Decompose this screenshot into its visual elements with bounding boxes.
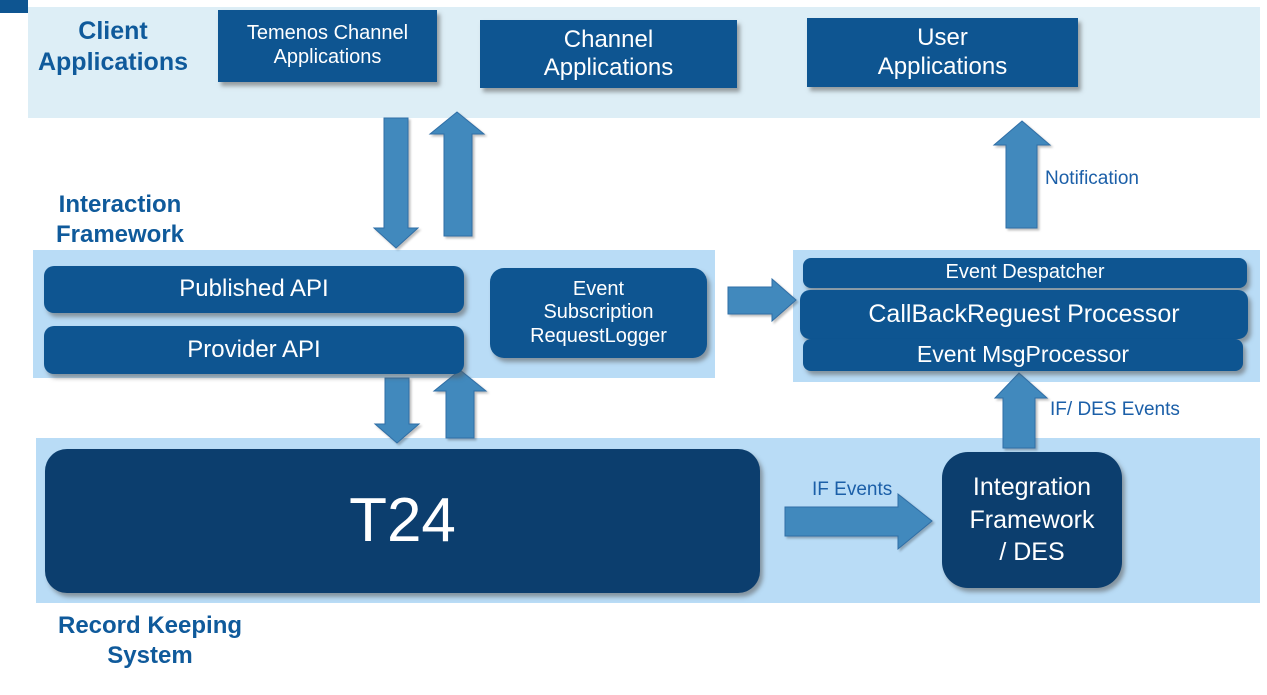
event-msgprocessor-box: Event MsgProcessor — [803, 339, 1243, 371]
if-events-label: IF Events — [812, 479, 893, 500]
corner-accent — [0, 0, 28, 13]
temenos-channel-applications-box: Temenos Channel Applications — [218, 10, 437, 82]
integration-framework-des-box: Integration Framework / DES — [942, 452, 1122, 588]
interaction-framework-label: Interaction Framework — [55, 191, 185, 248]
if-des-events-label: IF/ DES Events — [1050, 399, 1180, 420]
notification-up-arrow — [992, 120, 1052, 229]
if-des-events-up-arrow — [993, 372, 1049, 449]
t24-box: T24 — [45, 449, 760, 593]
event-subscription-requestlogger-box: Event Subscription RequestLogger — [490, 268, 707, 358]
client-applications-label: Client Applications — [37, 17, 188, 77]
channel-applications-box: Channel Applications — [480, 20, 737, 88]
t24-to-if-up-arrow — [432, 369, 488, 439]
user-applications-box: User Applications — [807, 18, 1078, 87]
subscription-to-despatcher-right-arrow — [727, 277, 797, 323]
provider-api-box: Provider API — [44, 326, 464, 374]
if-to-client-up-arrow — [428, 111, 486, 237]
client-to-if-down-arrow — [372, 117, 420, 249]
published-api-box: Published API — [44, 266, 464, 313]
callback-request-processor-box: CallBackReguest Processor — [800, 290, 1248, 339]
event-despatcher-box: Event Despatcher — [803, 258, 1247, 288]
if-to-t24-down-arrow — [373, 377, 421, 444]
notification-label: Notification — [1045, 168, 1139, 189]
record-keeping-system-label: Record Keeping System — [57, 612, 243, 669]
